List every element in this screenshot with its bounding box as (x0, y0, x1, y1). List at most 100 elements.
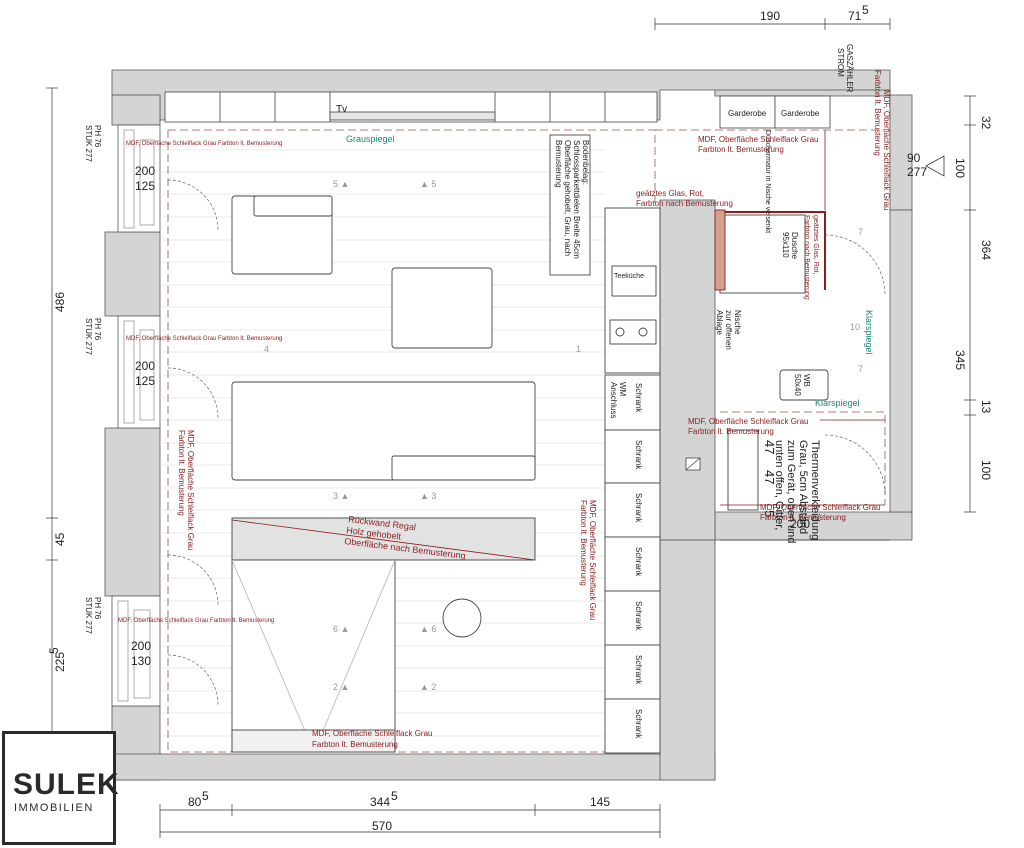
dim-top-71: 71 (848, 9, 862, 23)
bodenbelag-line-2: Schlossparkettdielen Breite 45cm (572, 140, 581, 259)
mdf-leftwall-line-2: Farbton lt. Bemusterung (177, 430, 186, 516)
mdf-vertical-line-2: Farbton lt. Bemusterung (873, 70, 882, 156)
nische-line-1: Nische (733, 310, 742, 335)
window-2: PH 76 STUK 277 200 125 MDF, Oberfläche S… (84, 318, 282, 388)
furniture (231, 195, 536, 753)
dimension-lines (46, 18, 976, 838)
door-swings (167, 179, 886, 706)
glass-partition (725, 211, 826, 290)
sulek-logo: SULEK IMMOBILIEN (2, 731, 119, 845)
schrank-label-6: Schrank (634, 655, 643, 685)
schrank-label-2: Schrank (634, 440, 643, 470)
duscharmatur-label: Duscharmatur in Nische versenkt (764, 130, 771, 233)
window-3: PH 76 STUK 277 200 130 MDF, Oberfläche S… (84, 597, 274, 668)
nische-line-2: zur offenen (724, 310, 733, 350)
svg-text:▲ 3: ▲ 3 (420, 491, 436, 501)
tv-label: Tv (336, 104, 347, 115)
therme-line-3: zum Gerät, oben und (785, 440, 797, 543)
dim-bottom-344: 344 (370, 795, 390, 809)
level-triangle-icon (925, 155, 945, 177)
schrank-label-4: Schrank (634, 547, 643, 577)
mdf-right-line-2: Farbton lt. Bemusterung (579, 500, 588, 586)
window-1-ph: PH 76 (93, 125, 102, 148)
wm-label: WM (618, 382, 627, 397)
bathroom (714, 209, 829, 511)
level-277: 277 (907, 165, 927, 179)
bodenbelag-line-1: Bodenbelag: (581, 140, 590, 185)
svg-text:2 ▲: 2 ▲ (333, 682, 349, 692)
logo-sub: IMMOBILIEN (14, 802, 94, 814)
tv-cabinet (164, 91, 658, 123)
dim-left-225-sup: 5 (47, 647, 61, 654)
schrank-column (604, 374, 661, 754)
dim-right-364: 364 (979, 240, 993, 260)
mdf-wc-line-2: Farbton lt. Bemusterung (688, 427, 774, 436)
dim-top-190: 190 (760, 9, 780, 23)
dusche-label: Dusche (790, 232, 799, 260)
window-1-stuk: STUK 277 (84, 125, 93, 162)
window-3-note: MDF, Oberfläche Schleiflack Grau Farbton… (118, 618, 274, 624)
mdf-bottom-line-1: MDF, Oberfläche Schleiflack Grau (312, 729, 433, 738)
dim-left-45: 45 (53, 532, 67, 546)
schrank-label-5: Schrank (634, 601, 643, 631)
dashed-boundary (167, 129, 886, 753)
window-3-height: 130 (131, 654, 151, 668)
svg-text:7: 7 (858, 227, 863, 237)
strom-label: STROM (836, 48, 845, 77)
window-1-width: 200 (135, 164, 155, 178)
mdf-wc-line-1: MDF, Oberfläche Schleiflack Grau (688, 417, 809, 426)
window-2-height: 125 (135, 374, 155, 388)
dim-bottom-570: 570 (372, 819, 392, 833)
dusche-size-label: 95x110 (781, 232, 790, 258)
window-1-height: 125 (135, 179, 155, 193)
window-2-note: MDF, Oberfläche Schleiflack Grau Farbton… (126, 336, 282, 342)
dim-right-345: 345 (953, 350, 967, 370)
wb-label: WB (802, 374, 811, 387)
svg-text:▲ 2: ▲ 2 (420, 682, 436, 692)
window-3-width: 200 (131, 639, 151, 653)
mdf-right-line-1: MDF, Oberfläche Schleiflack Grau (588, 500, 597, 621)
dim-right-100a: 100 (953, 158, 967, 178)
mdf-vertical-line-1: MDF, Oberfläche Schleiflack Grau (882, 90, 891, 211)
therme-line-2: Grau, 5cm Abstand (797, 440, 809, 534)
schrank-label-1: Schrank (634, 383, 643, 413)
dim-left-486: 486 (53, 292, 67, 312)
level-90: 90 (907, 151, 921, 165)
garderobe-cabinets (719, 95, 831, 129)
klarspiegel-2-label: Klarspiegel (815, 398, 860, 408)
schrank-label-7: Schrank (634, 709, 643, 739)
schrank-label-3: Schrank (634, 493, 643, 523)
logo-name: SULEK (13, 768, 120, 801)
mdf-bath-line-2: Farbton lt. Bemusterung (760, 513, 846, 522)
glas-dusche-line-2: Farbton nach Bemusterung (803, 215, 810, 300)
dim-right-100b: 100 (979, 460, 993, 480)
window-frames (111, 124, 161, 707)
gaszaehler-label: GASZÄHLER (845, 44, 854, 93)
mdf-leftwall-line-1: MDF, Oberfläche Schleiflack Grau (186, 430, 195, 551)
bodenbelag-box (549, 134, 591, 276)
grauspiegel-label: Grauspiegel (346, 134, 395, 144)
dim-left-225: 225 (53, 652, 67, 672)
dim-top-71-sup: 5 (862, 3, 869, 17)
kitchen (604, 207, 661, 374)
glas-dusche-line-1: geätztes Glas, Rot, (812, 215, 819, 275)
svg-text:6 ▲: 6 ▲ (333, 624, 349, 634)
glas-line-1: geätztes Glas, Rot, (636, 189, 704, 198)
window-2-stuk: STUK 277 (84, 318, 93, 355)
window-2-ph: PH 76 (93, 318, 102, 341)
svg-text:10: 10 (850, 322, 860, 332)
window-1: PH 76 STUK 277 200 125 MDF, Oberfläche S… (84, 125, 282, 193)
dim-right-13: 13 (979, 400, 993, 414)
glas-line-2: Farbton nach Bemusterung (636, 199, 733, 208)
bodenbelag-line-4: Bemusterung (554, 140, 563, 188)
height-5: 5 (762, 510, 777, 517)
mdf-bath-line-1: MDF, Oberfläche Schleiflack Grau (760, 503, 881, 512)
garderobe-label-1: Garderobe (728, 109, 767, 118)
mdf-top-line-2: Farbton lt. Bemusterung (698, 145, 784, 154)
dim-right-200: 200 (790, 517, 810, 531)
svg-text:▲ 5: ▲ 5 (420, 179, 436, 189)
window-inner (117, 129, 155, 702)
wb-size-label: 50x40 (793, 374, 802, 396)
window-3-ph: PH 76 (93, 597, 102, 620)
